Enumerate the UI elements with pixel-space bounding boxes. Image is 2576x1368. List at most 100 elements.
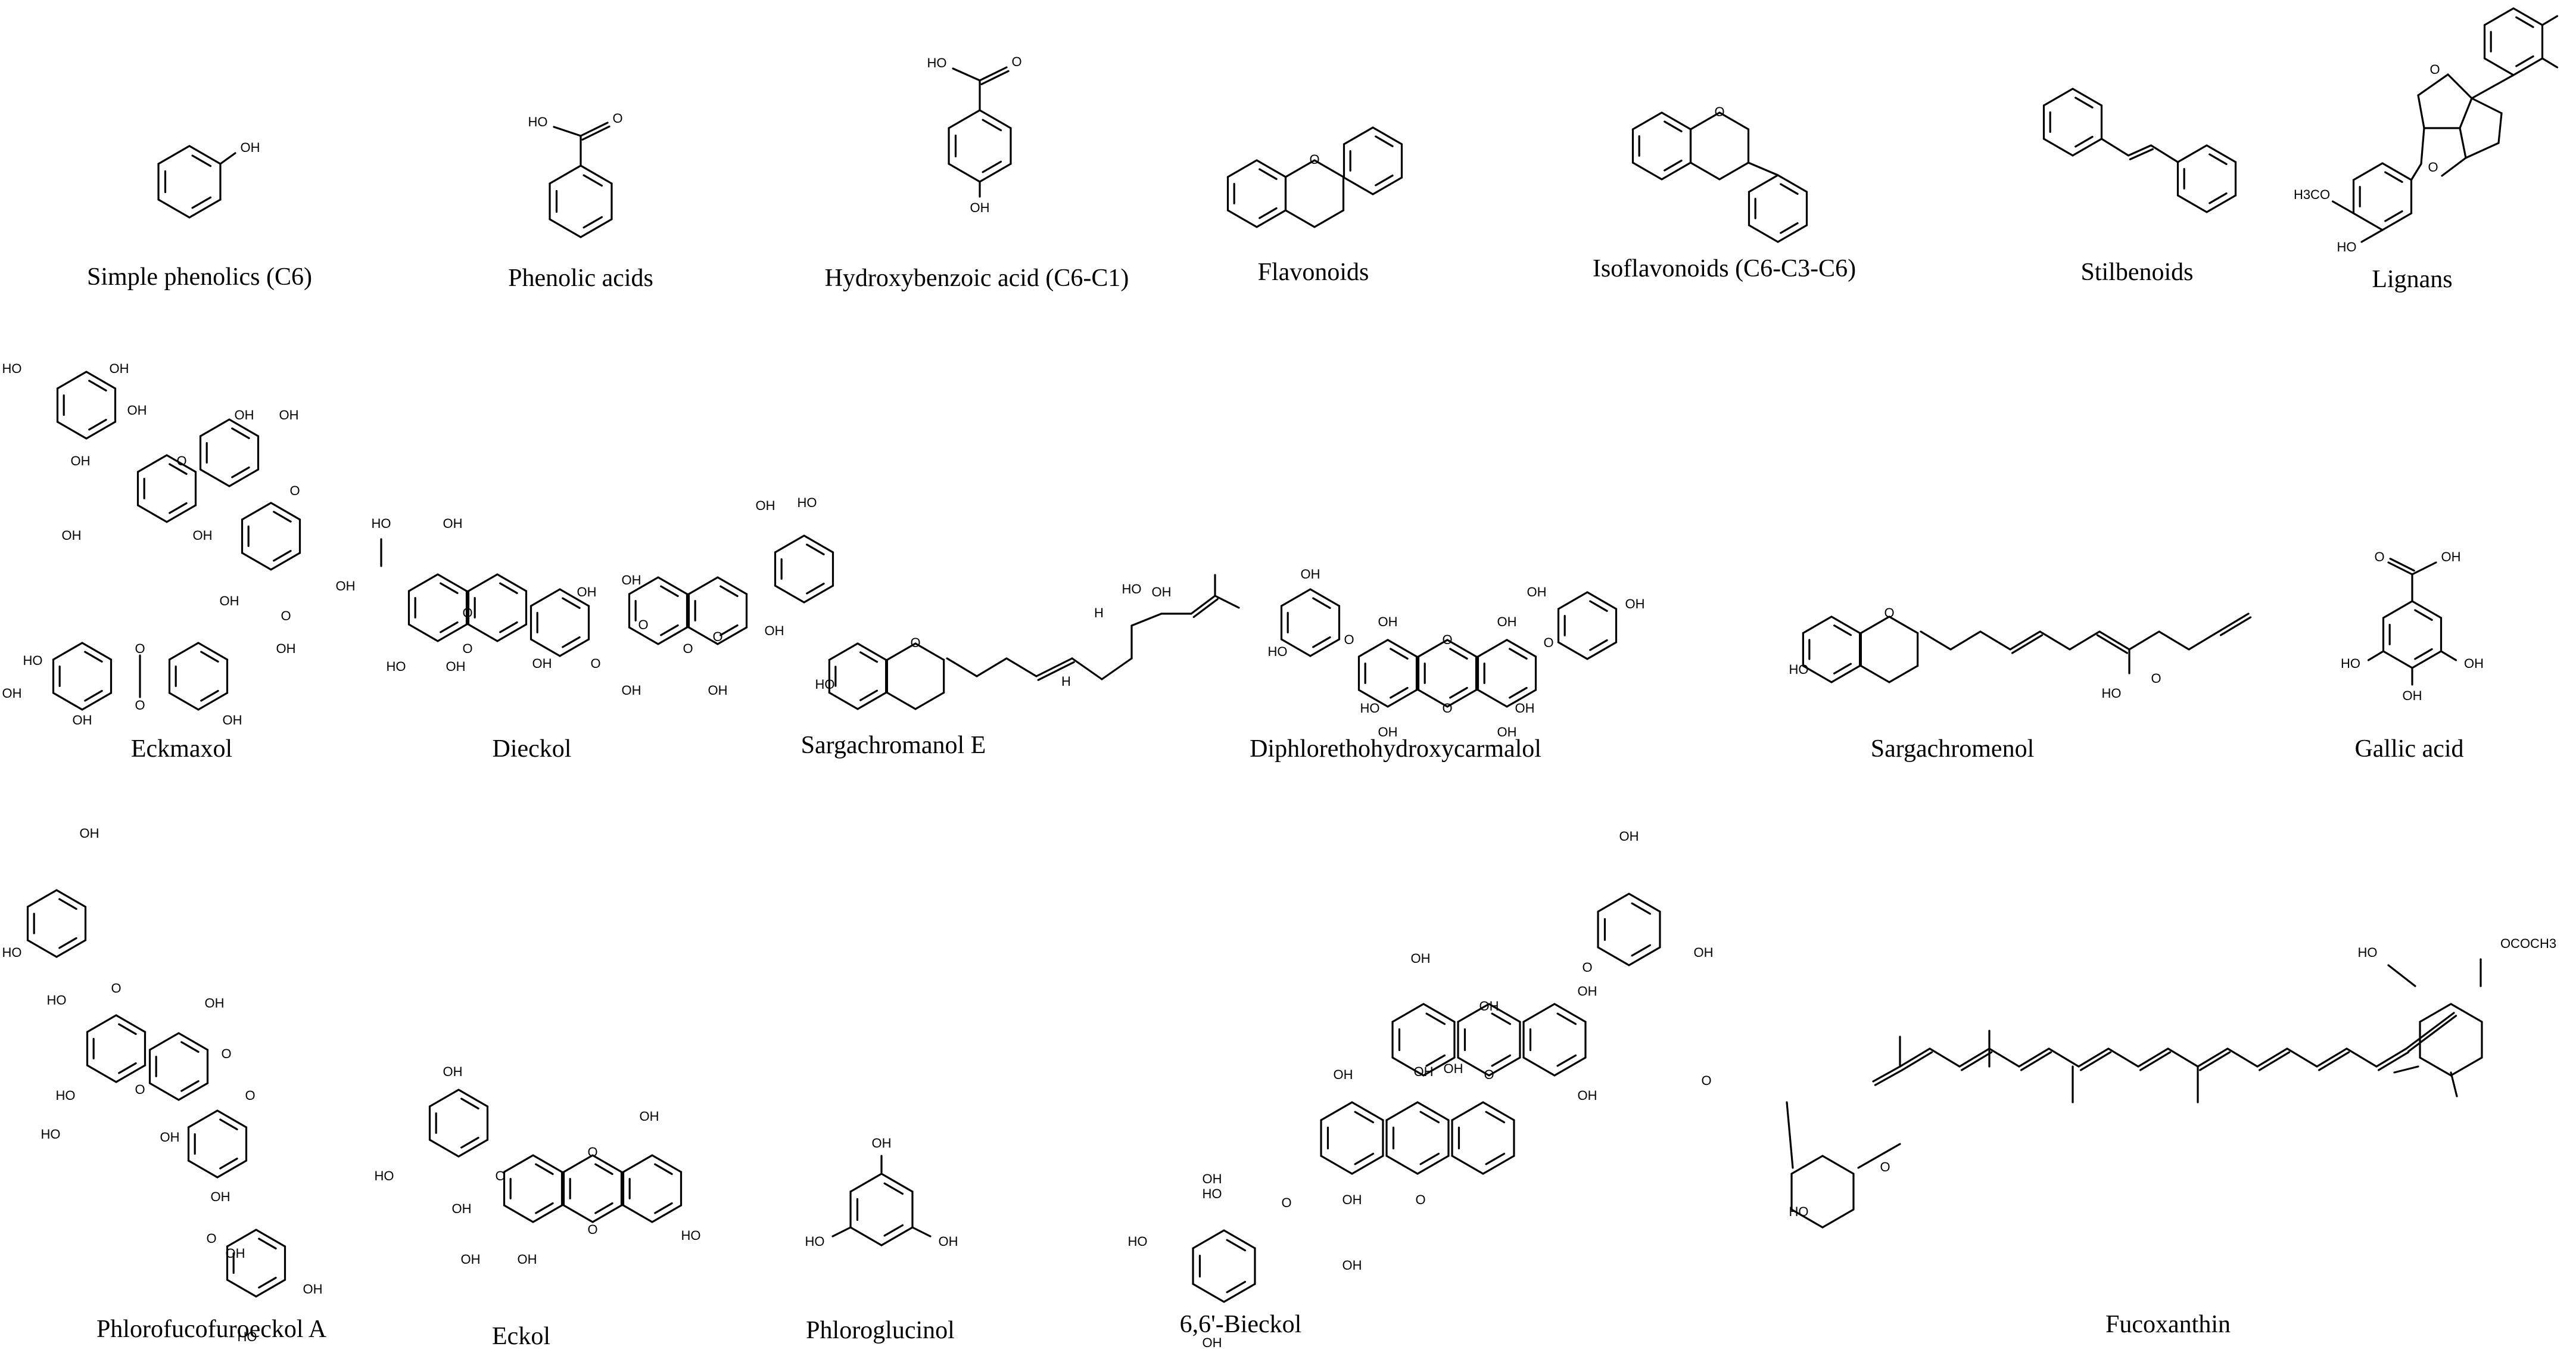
caption-isoflavonoids: Isoflavonoids (C6-C3-C6) xyxy=(1592,255,1857,282)
atom-label: O xyxy=(1484,1067,1494,1082)
caption-phenolic-acids: Phenolic acids xyxy=(508,265,653,292)
atom-label: OH xyxy=(223,713,242,727)
atom-label: OH xyxy=(622,573,641,587)
atom-label: OH xyxy=(193,528,213,543)
atom-label: HO xyxy=(528,114,548,129)
atom-label: OH xyxy=(2464,656,2484,671)
atom-label: O xyxy=(1442,701,1452,716)
caption-eckol: Eckol xyxy=(492,1323,550,1350)
atom-label: HO xyxy=(2358,945,2378,960)
atom-label: HO xyxy=(2337,240,2357,254)
atom-label: O xyxy=(1880,1159,1890,1174)
atom-label: HO xyxy=(1789,1204,1809,1219)
caption-phlorofucofuroeckol-a: Phlorofucofuroeckol A xyxy=(96,1316,327,1343)
atom-label: O xyxy=(1884,605,1894,620)
atom-label: OH xyxy=(1625,596,1645,611)
atom-label: OH xyxy=(1578,984,1597,999)
caption-phloroglucinol: Phloroglucinol xyxy=(806,1317,955,1344)
atom-label: OH xyxy=(1479,999,1499,1013)
atom-label: O xyxy=(135,1082,145,1097)
atom-label: OH xyxy=(2403,688,2422,703)
atom-label: O xyxy=(135,698,145,713)
atom-label: OH xyxy=(446,659,466,674)
atom-label: O xyxy=(2151,671,2161,686)
atom-label: OH xyxy=(279,408,299,422)
atom-label: HO xyxy=(387,659,406,674)
atom-label: OH xyxy=(1497,614,1517,629)
atom-label: HO xyxy=(238,1329,257,1344)
atom-label: OH xyxy=(640,1109,659,1124)
atom-label: OH xyxy=(622,683,641,698)
atom-label: O xyxy=(683,641,693,656)
atom-label: O xyxy=(587,1222,597,1237)
atom-label: HO xyxy=(805,1234,825,1249)
atom-label: OH xyxy=(756,498,775,513)
caption-fucoxanthin: Fucoxanthin xyxy=(2105,1311,2231,1338)
atom-label: OH xyxy=(1527,584,1547,599)
atom-label: O xyxy=(910,635,920,650)
atom-label: OH xyxy=(127,403,147,418)
atom-label: HO xyxy=(1360,701,1380,716)
atom-label: O xyxy=(638,617,648,632)
atom-label: O xyxy=(590,656,600,671)
atom-label: OH xyxy=(1301,567,1320,582)
caption-simple-phenolics: Simple phenolics (C6) xyxy=(87,263,312,291)
atom-label: O xyxy=(1344,632,1354,647)
caption-6-6-bieckol: 6,6'-Bieckol xyxy=(1179,1311,1302,1338)
atom-label: OH xyxy=(336,579,356,593)
atom-label: O xyxy=(1011,54,1021,69)
atom-label: OH xyxy=(970,200,990,215)
atom-label: O xyxy=(1543,635,1553,650)
atom-label: O xyxy=(1582,960,1592,975)
structure-simple-phenolics: OH xyxy=(157,140,260,219)
atom-label: OH xyxy=(1414,1064,1434,1079)
atom-label: O xyxy=(2374,549,2384,564)
atom-label: OH xyxy=(1515,701,1535,716)
atom-label: O xyxy=(462,605,472,620)
atom-label: OH xyxy=(276,641,296,656)
atom-label: O xyxy=(2428,160,2438,175)
atom-label: OH xyxy=(71,453,91,468)
atom-label: O xyxy=(2429,62,2440,77)
structure-stilbenoids xyxy=(2042,88,2237,213)
caption-stilbenoids: Stilbenoids xyxy=(2080,259,2194,286)
atom-label: OH xyxy=(1334,1067,1353,1082)
atom-label: O xyxy=(1442,632,1452,647)
atom-label: HO xyxy=(23,653,43,668)
caption-gallic-acid: Gallic acid xyxy=(2354,735,2464,763)
atom-label: HO xyxy=(798,495,817,510)
atom-label: O xyxy=(1415,1192,1425,1207)
atom-label: OH xyxy=(708,683,728,698)
atom-label: OH xyxy=(62,528,82,543)
atom-label: O xyxy=(245,1088,255,1103)
caption-lignans: Lignans xyxy=(2372,266,2453,293)
atom-label: OH xyxy=(872,1136,892,1151)
atom-label: O xyxy=(1714,104,1724,119)
atom-label: HO xyxy=(681,1228,701,1243)
atom-label: HO xyxy=(2,361,22,376)
atom-label: O xyxy=(495,1168,505,1183)
atom-label: OH xyxy=(1378,614,1398,629)
atom-label: OH xyxy=(938,1234,958,1249)
atom-label: OH xyxy=(1378,725,1398,739)
atom-label: O xyxy=(111,981,121,996)
atom-label: HO xyxy=(1789,662,1809,677)
atom-label: O xyxy=(281,608,291,623)
atom-label: OH xyxy=(1203,1171,1222,1186)
atom-label: OH xyxy=(1497,725,1517,739)
atom-label: HO xyxy=(41,1127,61,1142)
atom-label: O xyxy=(206,1231,216,1246)
atom-label: H3CO xyxy=(2294,187,2330,202)
atom-label: OH xyxy=(443,1064,463,1079)
caption-dieckol: Dieckol xyxy=(492,735,572,763)
atom-label: OH xyxy=(1411,951,1431,966)
atom-label: H xyxy=(1094,605,1104,620)
caption-hydroxybenzoic-acid: Hydroxybenzoic acid (C6-C1) xyxy=(824,265,1129,292)
